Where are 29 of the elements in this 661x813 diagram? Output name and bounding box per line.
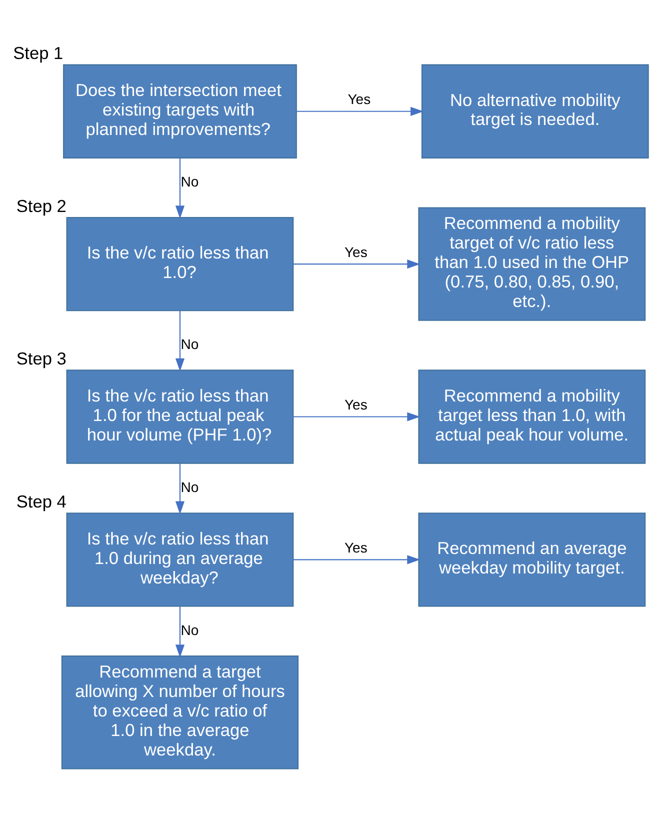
arrow bbox=[175, 463, 185, 514]
node-label: Step 2 bbox=[16, 195, 66, 216]
arrow bbox=[293, 554, 420, 564]
edge-label: No bbox=[180, 621, 199, 638]
node-box: Recommend a mobility target less than 1.0, with actual peak hour volume. bbox=[418, 369, 646, 464]
arrow bbox=[293, 412, 420, 421]
arrow bbox=[175, 158, 185, 218]
node-label: Step 3 bbox=[16, 348, 66, 368]
node-box: Is the v/c ratio less than 1.0? bbox=[66, 216, 294, 311]
edge-label: No bbox=[180, 335, 199, 352]
edge-label: No bbox=[180, 173, 199, 190]
node-box: No alternative mobility target is needed. bbox=[421, 64, 649, 158]
node-box: Recommend a mobility target of v/c ratio less than 1.0 used in the OHP (0.75, 0.80, 0.85, 0.90, etc.). bbox=[418, 206, 646, 320]
node-label: Step 1 bbox=[13, 42, 64, 63]
node-box: Does the intersection meet existing targets with planned improvements? bbox=[63, 64, 297, 158]
arrow bbox=[296, 106, 424, 116]
edge-label: No bbox=[180, 478, 199, 494]
edge-label: Yes bbox=[344, 396, 368, 412]
arrow bbox=[293, 259, 420, 268]
edge-label: Yes bbox=[348, 90, 371, 107]
node-box: Is the v/c ratio less than 1.0 during an average weekday? bbox=[66, 512, 294, 606]
node-box: Recommend a target allowing X number of hours to exceed a v/c ratio of 1.0 in the average weekday. bbox=[61, 655, 299, 769]
arrow bbox=[175, 606, 185, 658]
node-box: Is the v/c ratio less than 1.0 for the actual peak hour volume (PHF 1.0)? bbox=[66, 369, 294, 464]
node-label: Step 4 bbox=[16, 490, 66, 511]
arrow bbox=[175, 310, 185, 371]
node-box: Recommend an average weekday mobility target. bbox=[418, 512, 646, 606]
edge-label: Yes bbox=[344, 243, 368, 260]
edge-label: Yes bbox=[344, 539, 368, 556]
